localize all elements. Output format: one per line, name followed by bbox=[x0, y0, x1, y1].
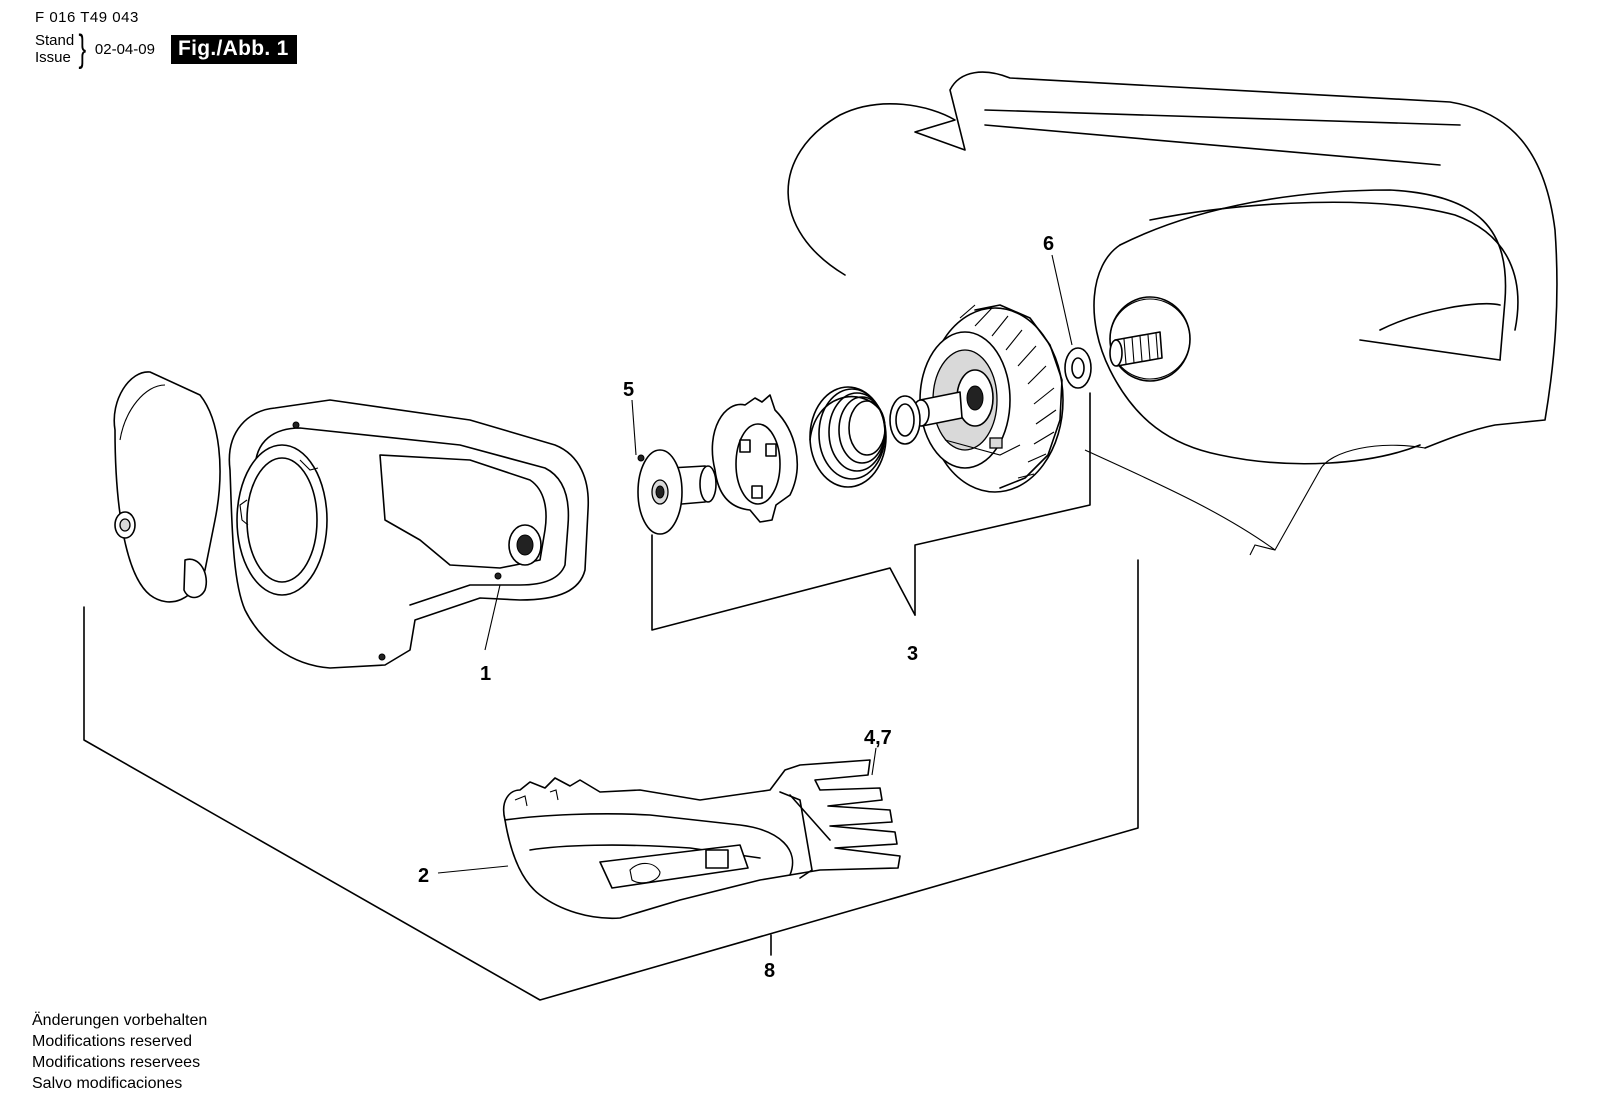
gear-teeth bbox=[959, 304, 1057, 479]
part-3-cam-ring bbox=[711, 394, 798, 523]
part-label-6: 6 bbox=[1043, 233, 1054, 255]
part-3-small-washer bbox=[889, 395, 921, 445]
brace-glyph: } bbox=[78, 28, 87, 70]
figure-label: Fig./Abb. 1 bbox=[170, 34, 297, 64]
document-number: F 016 T49 043 bbox=[35, 9, 139, 26]
part-label-1: 1 bbox=[480, 663, 491, 685]
part-3-gear-pulley bbox=[912, 304, 1064, 493]
part-5-eccentric bbox=[637, 449, 717, 535]
part-1-gear-cover bbox=[113, 371, 590, 669]
part-2-blade-set bbox=[502, 759, 901, 920]
issue-label: Issue bbox=[35, 49, 71, 66]
part-label-3: 3 bbox=[907, 643, 918, 665]
notice-es: Salvo modificaciones bbox=[32, 1075, 183, 1092]
part-3-conical-spring bbox=[809, 386, 887, 488]
stand-issue-block: Stand Issue } 02-04-09 Fig./Abb. 1 bbox=[35, 28, 297, 70]
part-label-8: 8 bbox=[764, 960, 775, 982]
part-label-5: 5 bbox=[623, 379, 634, 401]
notice-en: Modifications reserved bbox=[32, 1033, 193, 1050]
notice-de: Änderungen vorbehalten bbox=[32, 1012, 208, 1029]
threaded-spindle bbox=[1109, 331, 1163, 367]
notice-fr: Modifications reservees bbox=[32, 1054, 201, 1071]
part-label-4-7: 4,7 bbox=[864, 727, 892, 749]
part-label-2: 2 bbox=[418, 865, 429, 887]
stand-label: Stand bbox=[35, 32, 75, 49]
part-6-washer bbox=[1064, 347, 1092, 389]
leader-lines bbox=[437, 254, 1073, 874]
bracket-lines bbox=[83, 392, 1139, 1001]
issue-date: 02-04-09 bbox=[94, 40, 155, 58]
modifications-notice: Änderungen vorbehalten Modifications res… bbox=[32, 1010, 207, 1094]
tool-housing bbox=[787, 71, 1558, 556]
stand-issue-labels: Stand Issue bbox=[35, 32, 74, 66]
